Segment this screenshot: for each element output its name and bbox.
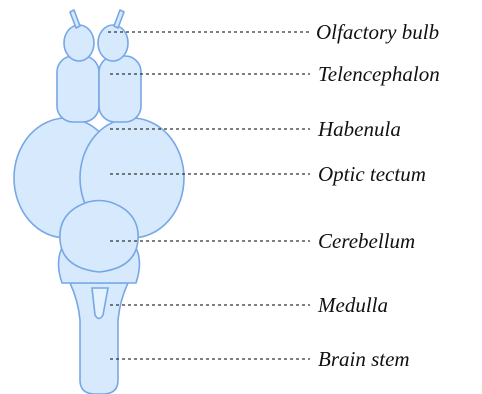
label-medulla: Medulla	[317, 293, 388, 317]
olfactory-bulb-left	[64, 25, 94, 61]
label-olfactory-bulb: Olfactory bulb	[316, 20, 439, 44]
label-optic-tectum: Optic tectum	[318, 162, 426, 186]
telencephalon-right-lobe	[99, 56, 141, 122]
cerebellum-shape	[60, 201, 138, 273]
olfactory-nerve-right	[114, 10, 124, 28]
olfactory-bulb-right	[98, 25, 128, 61]
label-telencephalon: Telencephalon	[318, 62, 440, 86]
label-brain-stem: Brain stem	[318, 347, 410, 371]
label-habenula: Habenula	[317, 117, 401, 141]
olfactory-nerve-left	[70, 10, 80, 28]
label-cerebellum: Cerebellum	[318, 229, 415, 253]
telencephalon-left-lobe	[57, 56, 99, 122]
